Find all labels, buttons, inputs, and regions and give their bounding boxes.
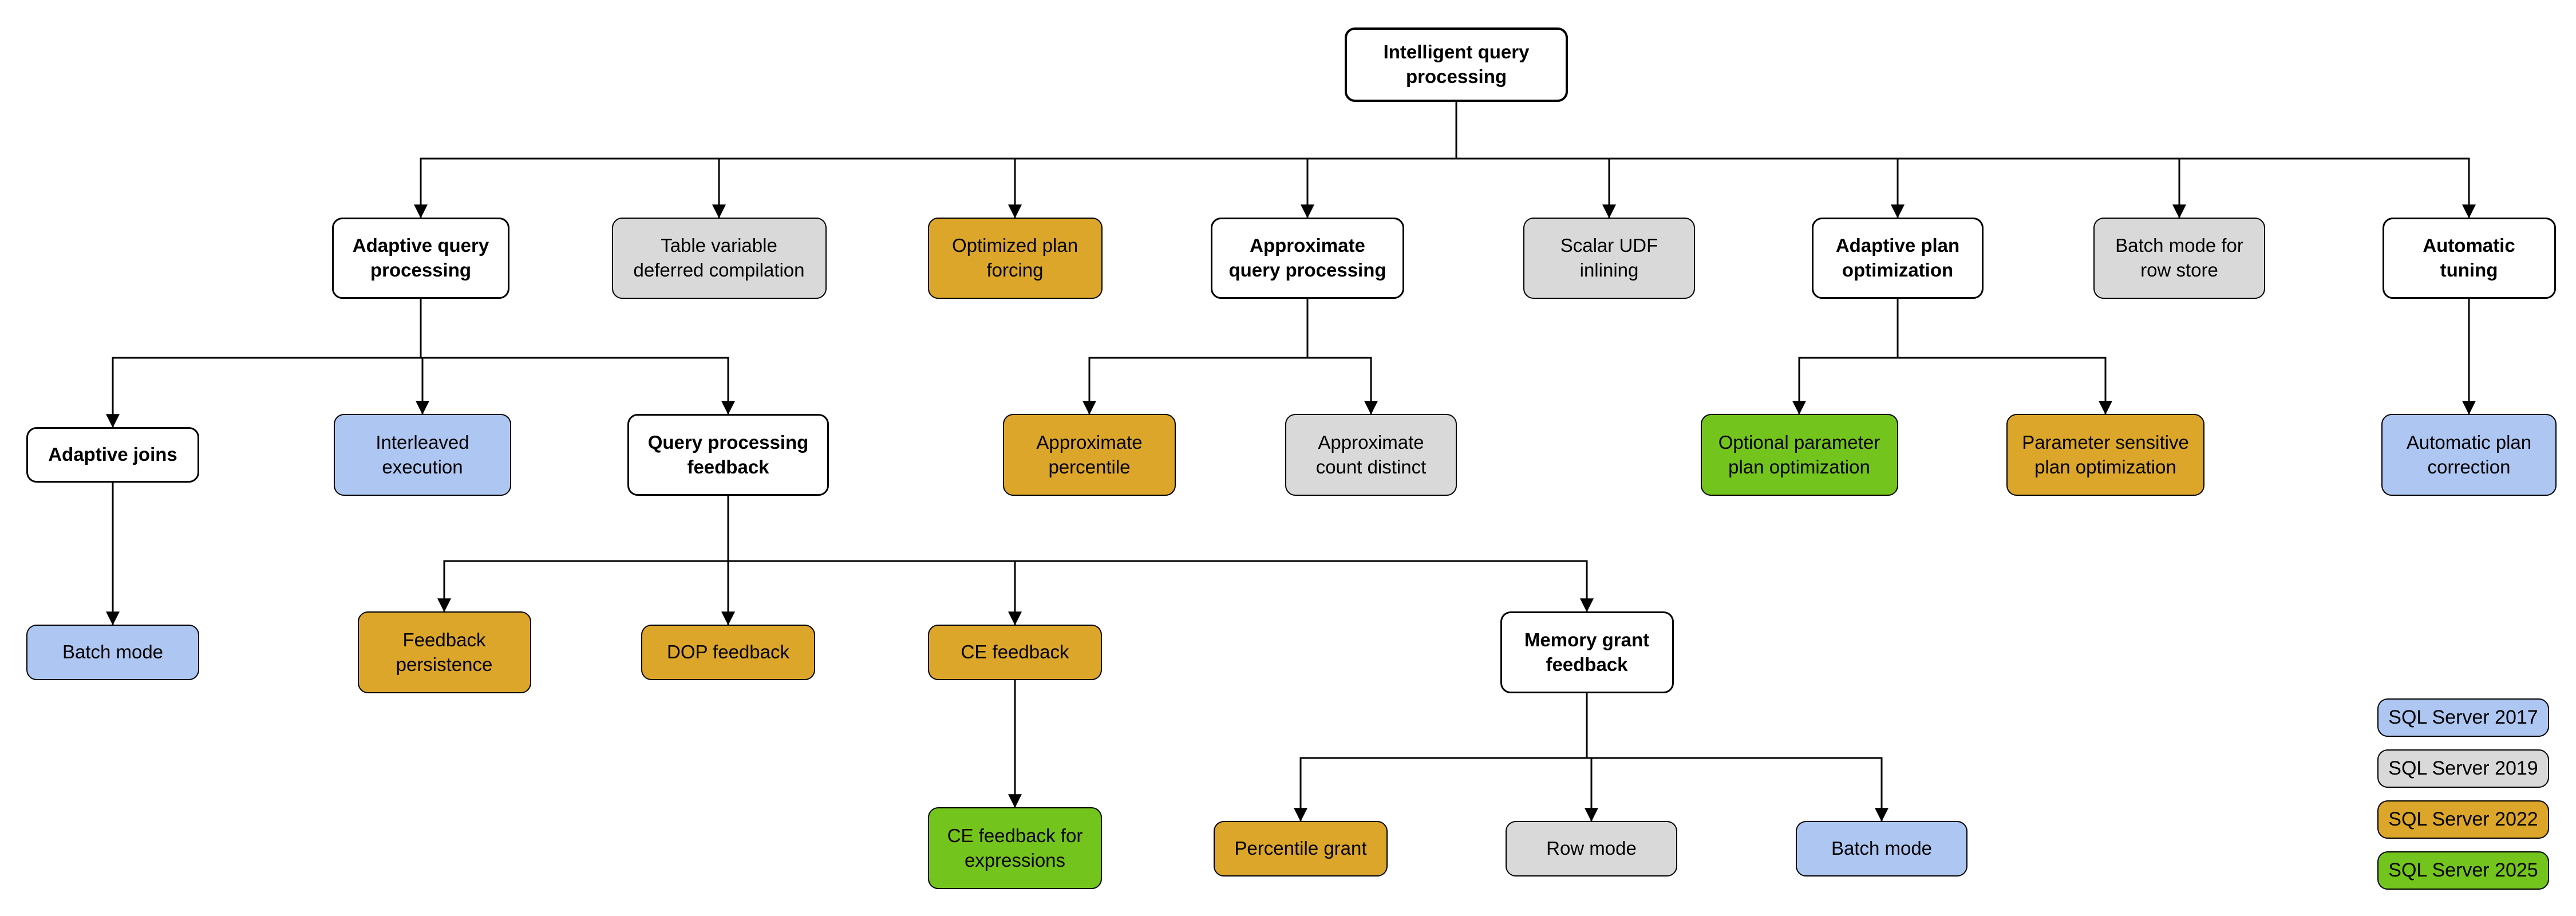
edge-intelligent-query-processing-to-batch-mode-row-store [1455, 102, 2186, 219]
node-automatic-plan-correction: Automatic plan correction [2381, 414, 2557, 496]
node-label: Optional parameter plan optimization [1718, 431, 1880, 477]
edge-intelligent-query-processing-to-adaptive-query-processing [414, 102, 1457, 219]
edge-intelligent-query-processing-to-automatic-tuning [1455, 102, 2476, 219]
node-label: DOP feedback [666, 641, 790, 663]
node-label: Optimized plan forcing [951, 235, 1078, 281]
node-label: Batch mode [1831, 838, 1933, 859]
node-label: Adaptive joins [48, 444, 177, 465]
legend-item-sql-server-2017: SQL Server 2017 [2377, 698, 2549, 737]
legend-label: SQL Server 2019 [2388, 757, 2538, 779]
node-label: Feedback persistence [396, 629, 493, 675]
legend-item-sql-server-2019: SQL Server 2019 [2377, 749, 2549, 788]
edge-adaptive-query-processing-to-query-processing-feedback [420, 299, 735, 415]
edge-memory-grant-feedback-to-percentile-grant [1294, 693, 1588, 822]
node-memory-grant-feedback: Memory grant feedback [1500, 611, 1674, 693]
node-label: Parameter sensitive plan optimization [2022, 431, 2189, 477]
node-automatic-tuning: Automatic tuning [2382, 218, 2556, 299]
node-ce-feedback: CE feedback [928, 625, 1102, 680]
legend-label: SQL Server 2022 [2388, 808, 2538, 830]
edge-intelligent-query-processing-to-optimized-plan-forcing [1008, 102, 1457, 219]
edge-adaptive-plan-optimization-to-optional-parameter-plan-optimization [1792, 299, 1899, 415]
node-label: Query processing feedback [647, 431, 809, 477]
node-interleaved-execution: Interleaved execution [334, 414, 511, 496]
node-label: Adaptive plan optimization [1835, 235, 1960, 281]
edge-query-processing-feedback-to-feedback-persistence [437, 496, 729, 613]
node-approximate-percentile: Approximate percentile [1003, 414, 1176, 496]
node-row-mode: Row mode [1506, 821, 1677, 876]
node-label: Intelligent query processing [1383, 41, 1530, 87]
node-dop-feedback: DOP feedback [641, 625, 815, 680]
edge-intelligent-query-processing-to-table-variable-deferred-compilation [712, 102, 1457, 219]
node-label: Percentile grant [1234, 838, 1367, 859]
node-approximate-count-distinct: Approximate count distinct [1285, 414, 1457, 496]
node-label: Approximate percentile [1036, 431, 1143, 477]
node-approximate-query-processing: Approximate query processing [1211, 218, 1404, 299]
node-label: Row mode [1546, 838, 1637, 859]
legend-label: SQL Server 2017 [2388, 706, 2538, 728]
node-ce-feedback-for-expressions: CE feedback for expressions [928, 807, 1102, 889]
node-batch-mode-row-store: Batch mode for row store [2093, 218, 2265, 299]
node-label: Approximate count distinct [1315, 431, 1427, 477]
node-label: Approximate query processing [1228, 235, 1386, 281]
node-batch-mode-adaptive-joins: Batch mode [26, 625, 199, 680]
node-label: CE feedback for expressions [947, 824, 1083, 871]
node-optional-parameter-plan-optimization: Optional parameter plan optimization [1700, 414, 1898, 496]
node-scalar-udf-inlining: Scalar UDF inlining [1523, 218, 1695, 299]
node-optimized-plan-forcing: Optimized plan forcing [927, 218, 1103, 299]
node-label: Scalar UDF inlining [1560, 235, 1658, 281]
node-label: Automatic plan correction [2406, 431, 2532, 477]
legend-label: SQL Server 2025 [2388, 859, 2538, 881]
edge-intelligent-query-processing-to-adaptive-plan-optimization [1455, 102, 1905, 219]
edge-intelligent-query-processing-to-scalar-udf-inlining [1455, 102, 1616, 219]
edge-memory-grant-feedback-to-batch-mode-memory-grant [1586, 693, 1888, 822]
edge-adaptive-plan-optimization-to-parameter-sensitive-plan-optimization [1897, 299, 2112, 415]
node-table-variable-deferred-compilation: Table variable deferred compilation [611, 218, 827, 299]
node-feedback-persistence: Feedback persistence [357, 611, 531, 693]
node-parameter-sensitive-plan-optimization: Parameter sensitive plan optimization [2006, 414, 2204, 496]
legend-item-sql-server-2025: SQL Server 2025 [2377, 851, 2549, 890]
node-label: CE feedback [961, 641, 1069, 663]
legend-item-sql-server-2022: SQL Server 2022 [2377, 800, 2549, 839]
edge-query-processing-feedback-to-memory-grant-feedback [727, 496, 1594, 613]
node-label: Memory grant feedback [1524, 629, 1650, 675]
node-batch-mode-memory-grant: Batch mode [1796, 821, 1967, 876]
node-label: Batch mode for row store [2115, 235, 2243, 281]
node-label: Adaptive query processing [352, 235, 489, 281]
edge-intelligent-query-processing-to-approximate-query-processing [1301, 102, 1457, 219]
node-intelligent-query-processing: Intelligent query processing [1345, 27, 1568, 102]
node-label: Automatic tuning [2423, 235, 2515, 281]
node-adaptive-joins: Adaptive joins [26, 427, 199, 483]
node-label: Batch mode [62, 641, 164, 663]
node-adaptive-plan-optimization: Adaptive plan optimization [1812, 218, 1984, 299]
edge-approximate-query-processing-to-approximate-count-distinct [1306, 299, 1378, 415]
node-label: Interleaved execution [376, 431, 469, 477]
node-percentile-grant: Percentile grant [1214, 821, 1388, 876]
node-adaptive-query-processing: Adaptive query processing [332, 218, 509, 299]
edge-approximate-query-processing-to-approximate-percentile [1082, 299, 1309, 415]
node-label: Table variable deferred compilation [633, 235, 805, 281]
node-query-processing-feedback: Query processing feedback [627, 414, 829, 496]
edge-adaptive-query-processing-to-adaptive-joins [106, 299, 422, 428]
